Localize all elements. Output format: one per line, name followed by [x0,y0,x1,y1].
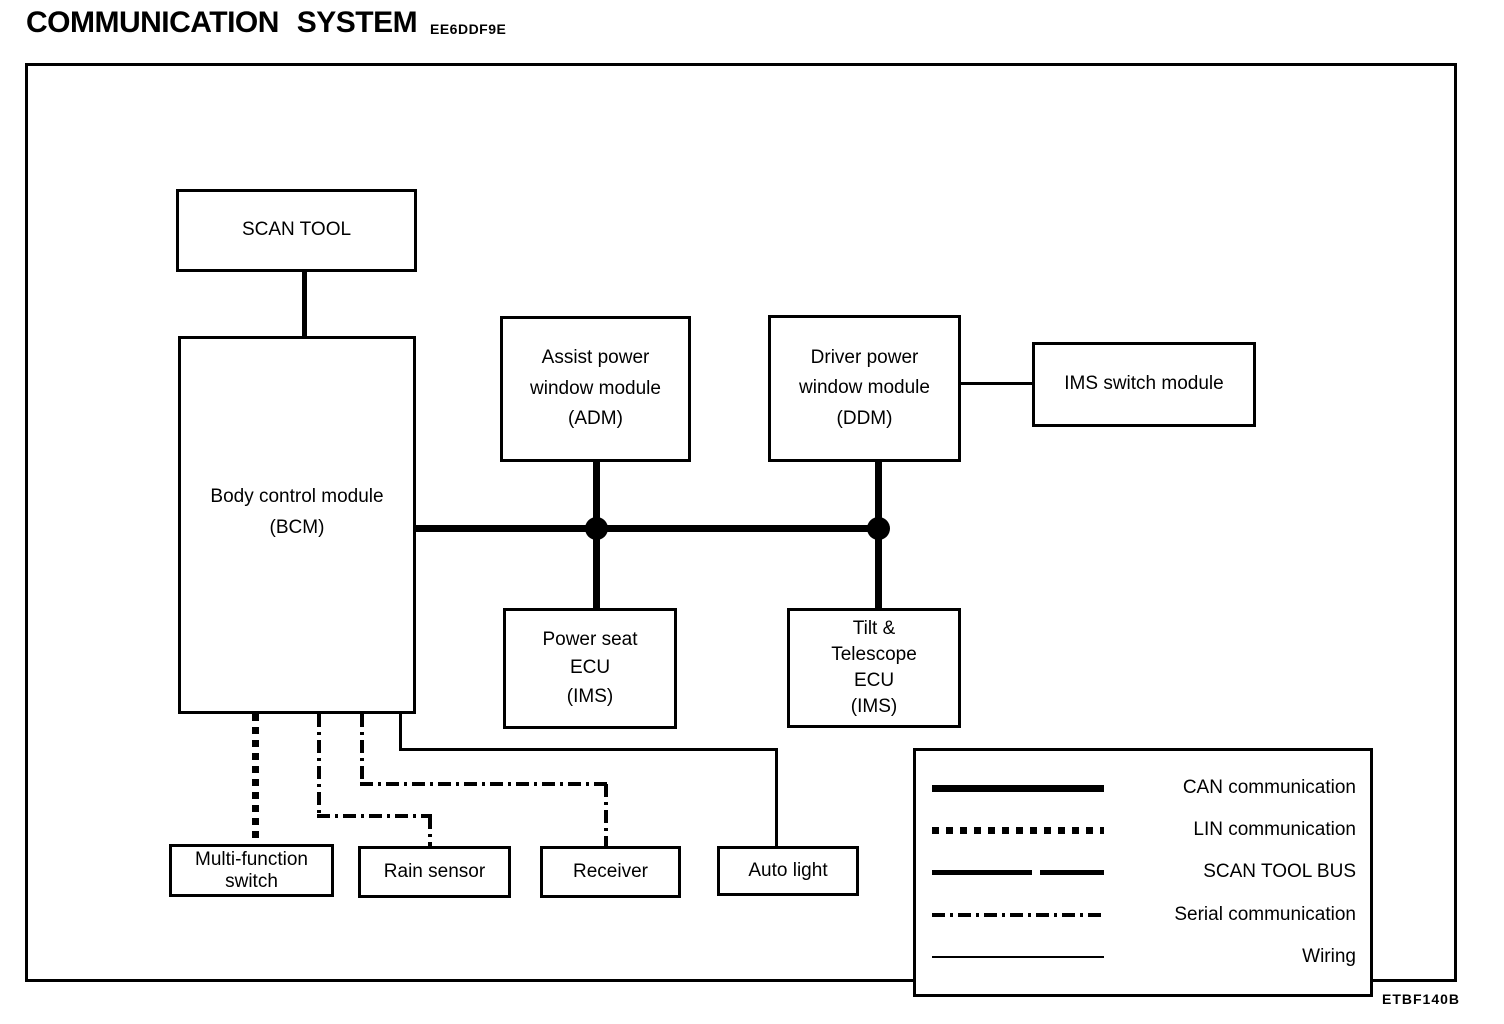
serial-rain-v2 [428,816,432,846]
box-label: Rain sensor [383,860,486,882]
box-label: (ADM) [568,408,623,430]
box-label: Auto light [748,859,828,881]
box-bcm: Body control module (BCM) [178,336,416,714]
serial-receiver-v1 [360,714,364,784]
box-adm: Assist power window module (ADM) [500,316,691,462]
page-title: COMMUNICATION SYSTEM [26,6,418,39]
wiring-autolight-h [399,748,778,751]
wiring-autolight-v2 [775,748,778,846]
box-auto-light: Auto light [717,846,859,896]
box-label: Body control module [210,486,384,508]
legend-row-scan-tool-bus: SCAN TOOL BUS [932,861,1356,883]
legend-row-lin: LIN communication [932,819,1356,841]
legend-label: Serial communication [1174,903,1356,925]
can-junction-ddm [867,517,890,540]
legend-label: Wiring [1302,945,1356,967]
legend: CAN communication LIN communication SCAN… [913,748,1373,997]
box-label: ECU [569,657,611,679]
box-label: (BCM) [269,516,325,538]
legend-row-serial: Serial communication [932,904,1356,926]
serial-rain-v1 [317,714,321,816]
lin-line-sample-icon [932,826,1104,834]
box-ddm: Driver power window module (DDM) [768,315,961,462]
box-label: window module [530,377,661,399]
diagram-frame: SCAN TOOL Body control module (BCM) Assi… [25,63,1457,997]
box-label: Tilt & [852,617,896,639]
box-label: window module [799,377,930,399]
legend-label: SCAN TOOL BUS [1203,861,1356,883]
box-label: (IMS) [850,696,898,718]
serial-rain-h [317,814,432,818]
box-scan-tool: SCAN TOOL [176,189,417,272]
serial-receiver-v2 [604,784,608,846]
legend-row-wiring: Wiring [932,946,1356,968]
serial-line-sample-icon [932,912,1104,917]
can-line-sample-icon [932,784,1104,792]
can-bus-line [416,525,878,532]
box-ims-switch: IMS switch module [1032,342,1256,427]
box-power-seat: Power seat ECU (IMS) [503,608,677,729]
serial-receiver-h [360,782,608,786]
can-junction-adm [585,517,608,540]
legend-label: LIN communication [1193,819,1356,841]
title-code: EE6DDF9E [430,21,507,37]
figure-code: ETBF140B [1382,991,1461,1007]
box-rain-sensor: Rain sensor [358,846,511,898]
box-receiver: Receiver [540,846,681,898]
box-label: Telescope [831,643,917,665]
box-label: switch [225,870,278,892]
wiring-ddm-ims [958,382,1034,385]
box-label: (DDM) [836,407,893,429]
legend-label: CAN communication [1182,777,1356,799]
box-label: Receiver [573,860,648,882]
box-multi-function: Multi-function switch [169,844,334,897]
box-label: ECU [853,670,895,691]
scan-tool-bus-sample-icon [932,869,1104,875]
lin-line-multifunction [252,714,259,844]
box-tilt-telescope: Tilt & Telescope ECU (IMS) [787,608,961,728]
legend-row-can: CAN communication [932,777,1356,799]
wiring-line-sample-icon [932,955,1104,958]
box-label: Assist power [541,347,650,369]
scan-tool-bus-line [302,270,307,338]
box-label: Driver power [810,346,919,368]
box-label: Multi-function [195,848,308,870]
box-label: IMS switch module [1064,373,1224,395]
wiring-autolight-v1 [399,714,402,750]
box-label: Power seat [542,628,638,650]
box-label: (IMS) [566,685,614,707]
box-label: SCAN TOOL [241,219,352,241]
